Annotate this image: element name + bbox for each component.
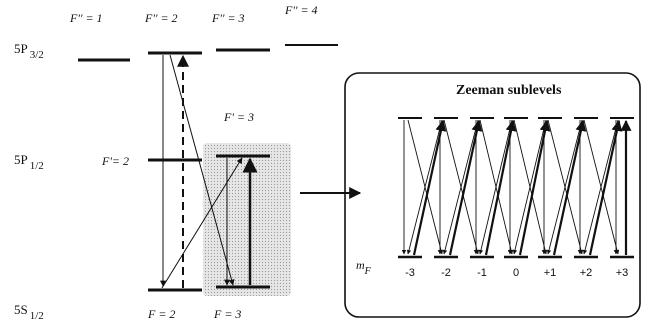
zeeman-pump-arrow (412, 119, 447, 256)
mf-values: -3 -2 -1 0 +1 +2 +3 (405, 267, 628, 279)
label-fp3: F' = 3 (223, 110, 254, 124)
zeeman-decay-arrow (582, 119, 619, 255)
label-f3: F = 3 (213, 307, 241, 321)
mf-value: -3 (405, 267, 415, 279)
zeeman-pump-arrow (484, 119, 517, 256)
mf-label: mF (356, 258, 372, 277)
zeeman-transitions (398, 117, 634, 259)
zeeman-pump-arrow (448, 119, 483, 256)
transition-fpp2-to-f3 (169, 54, 235, 286)
zeeman-box (344, 72, 641, 318)
zeeman-pump-arrow (518, 119, 551, 256)
label-fpp1: F'' = 1 (69, 11, 103, 25)
mf-value: -1 (477, 267, 487, 279)
zeeman-title: Zeeman sublevels (456, 83, 562, 98)
transition-f2-to-fp3 (161, 157, 243, 289)
mf-value: -2 (441, 267, 451, 279)
label-fpp4: F'' = 4 (284, 3, 318, 17)
label-fpp2: F'' = 2 (144, 11, 178, 25)
zeeman-decay-arrow (442, 119, 479, 255)
zeeman-pump-arrow (552, 119, 587, 256)
zeeman-pump-arrow (588, 119, 623, 256)
zeeman-decay-arrow (546, 119, 583, 255)
label-fp2: F'= 2 (101, 154, 129, 168)
zeeman-decay-arrow (478, 119, 513, 255)
highlight-region (203, 143, 291, 296)
mf-value: 0 (513, 267, 519, 279)
mf-value: +2 (580, 267, 593, 279)
zeeman-decay-arrow (406, 119, 443, 255)
zeeman-decay-arrow (512, 119, 547, 255)
label-f2: F = 2 (147, 307, 175, 321)
label-fpp3: F'' = 3 (211, 11, 245, 25)
mf-value: +3 (616, 267, 629, 279)
mf-value: +1 (544, 267, 557, 279)
